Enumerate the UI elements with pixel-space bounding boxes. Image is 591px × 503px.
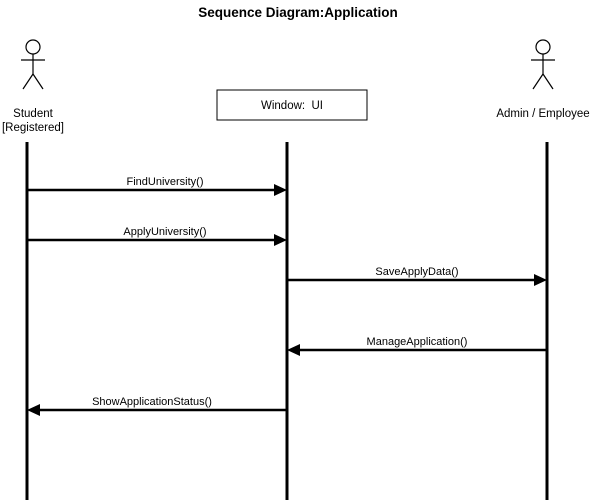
arrowhead-right-icon: [534, 274, 547, 286]
message-label: SaveApplyData(): [375, 266, 458, 278]
message-label: ApplyUniversity(): [123, 226, 206, 238]
student-label: Student: [13, 108, 53, 120]
ui-label: Window: UI: [261, 100, 323, 112]
message-show-application-status: ShowApplicationStatus(): [27, 396, 287, 416]
admin-actor-icon: [531, 39, 555, 90]
student-role-label: [Registered]: [2, 122, 64, 134]
message-save-apply-data: SaveApplyData(): [287, 266, 547, 286]
student-actor-icon: [21, 39, 45, 90]
message-manage-application: ManageApplication(): [287, 336, 547, 356]
arrowhead-left-icon: [287, 344, 300, 356]
arrowhead-left-icon: [27, 404, 40, 416]
message-label: FindUniversity(): [126, 176, 203, 188]
message-apply-university: ApplyUniversity(): [27, 226, 287, 246]
arrowhead-right-icon: [274, 234, 287, 246]
message-label: ShowApplicationStatus(): [92, 396, 212, 408]
arrowhead-right-icon: [274, 184, 287, 196]
admin-label: Admin / Employee: [496, 108, 589, 120]
diagram-title: Sequence Diagram:Application: [198, 5, 398, 20]
ui-participant-box: [216, 89, 368, 121]
message-find-university: FindUniversity(): [27, 176, 287, 196]
message-label: ManageApplication(): [367, 336, 468, 348]
